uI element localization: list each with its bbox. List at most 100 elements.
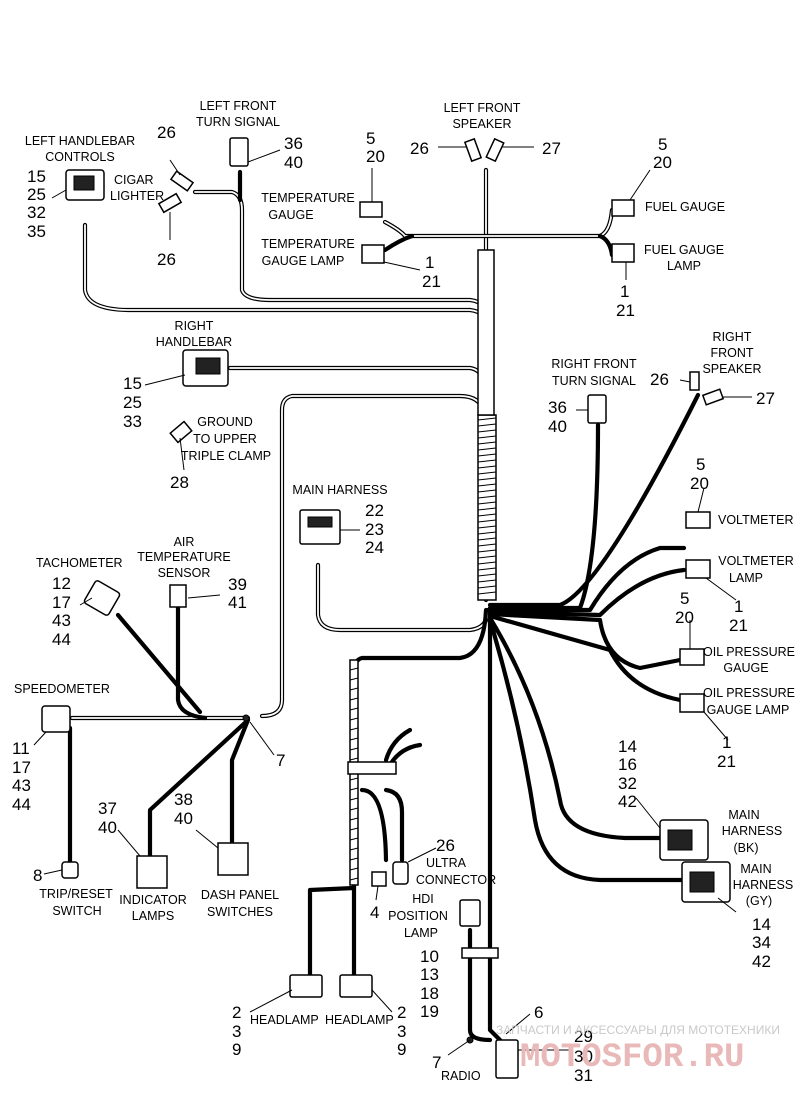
oil-pressure-gauge-connector: [679, 648, 705, 666]
rf-speaker-connector-a: [689, 371, 700, 391]
label-speedometer: SPEEDOMETER: [14, 682, 110, 696]
connectors: [41, 137, 731, 1079]
hdi-position-lamp-connector: [459, 899, 481, 927]
label-voltmeter: VOLTMETER: [718, 513, 793, 527]
label-radio: RADIO: [441, 1069, 481, 1083]
dash-panel-switches-connector: [217, 842, 249, 876]
label-main-harness-top: MAIN HARNESS: [292, 483, 387, 497]
speedometer-connector: [41, 705, 71, 733]
label-fuel-gauge: FUEL GAUGE: [645, 200, 725, 214]
air-temp-sensor-connector: [169, 584, 187, 608]
cigar-lighter-connector-top: [169, 170, 195, 192]
callout-lf-speaker-27: 27: [542, 139, 561, 158]
callout-cigar-bottom: 26: [157, 250, 176, 269]
headlamp-right-connector: [339, 974, 373, 998]
lf-speaker-connector-b: [485, 137, 505, 163]
callout-rf-speaker-27: 27: [756, 389, 775, 408]
callout-ground: 28: [170, 473, 189, 492]
callout-junction-7: 7: [276, 751, 285, 770]
callout-radio-6: 6: [534, 1003, 543, 1022]
voltmeter-lamp-connector: [685, 559, 711, 579]
callout-trip-8: 8: [33, 866, 42, 885]
lf-speaker-connector-a: [463, 137, 483, 163]
fuel-gauge-connector: [611, 199, 635, 217]
ultra-connector-a: [371, 871, 387, 887]
trip-reset-switch-connector: [61, 861, 79, 879]
conduit-sleeves: [347, 249, 499, 959]
watermark-logo: MOTOSFOR.RU: [520, 1039, 744, 1077]
callout-cigar-top: 26: [157, 123, 176, 142]
watermark-caption: ЗАПЧАСТИ И АКСЕССУАРЫ ДЛЯ МОТОТЕХНИКИ: [496, 1023, 780, 1037]
voltmeter-connector: [685, 511, 711, 529]
callout-ultra-4: 4: [370, 903, 379, 922]
ground-clamp-connector: [169, 420, 193, 444]
label-headlamp-left: HEADLAMP: [250, 1013, 319, 1027]
temperature-lamp-connector: [361, 244, 385, 264]
fuel-lamp-connector: [611, 243, 635, 263]
ultra-connector-b: [392, 861, 409, 885]
callout-ultra-26: 26: [436, 836, 455, 855]
temperature-gauge-connector: [359, 201, 383, 218]
rf-speaker-connector-b: [701, 388, 725, 406]
watermark: ЗАПЧАСТИ И АКСЕССУАРЫ ДЛЯ МОТОТЕХНИКИ MO…: [496, 1023, 780, 1077]
leader-lines: [33, 146, 752, 1056]
cigar-lighter-connector-bottom: [157, 192, 183, 214]
callout-rf-speaker-26: 26: [650, 370, 669, 389]
tachometer-connector: [83, 580, 121, 616]
rf-turn-signal-connector: [587, 394, 607, 424]
lf-turn-signal-connector: [229, 137, 249, 167]
radio-connector: [495, 1039, 519, 1079]
indicator-lamps-connector: [136, 855, 168, 889]
oil-pressure-lamp-connector: [679, 693, 705, 713]
callout-lf-speaker-26: 26: [410, 139, 429, 158]
callout-radio-7: 7: [432, 1053, 441, 1072]
label-tachometer: TACHOMETER: [36, 556, 123, 570]
